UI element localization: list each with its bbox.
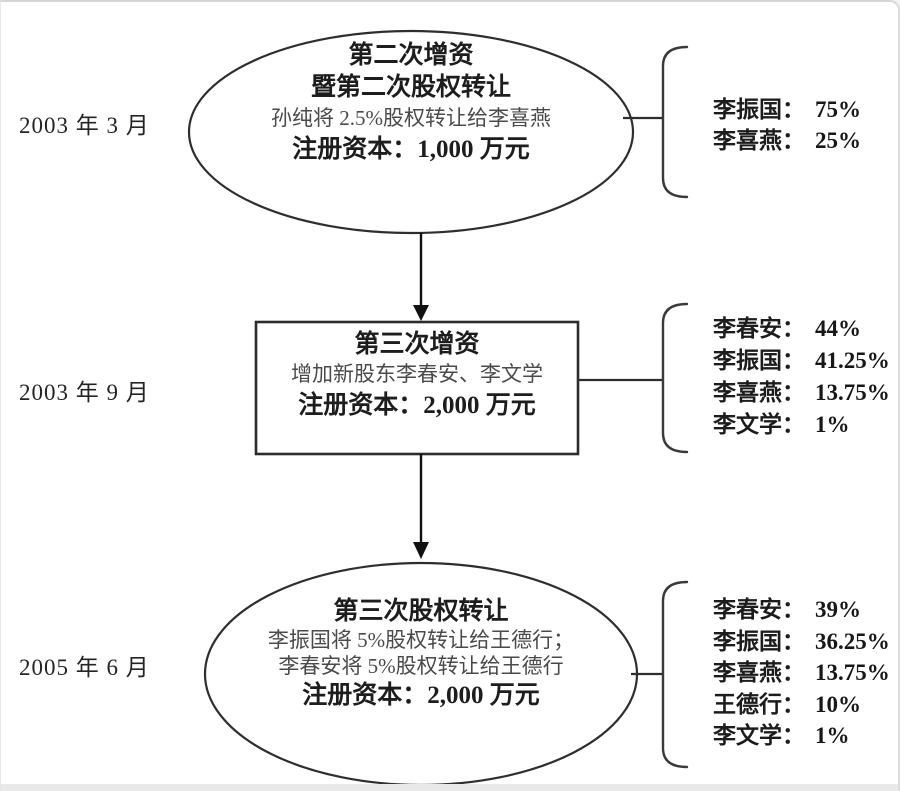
shareholder-row: 李喜燕： 13.75% — [713, 657, 890, 689]
stage3-detail-line2: 李春安将 5%股权转让给王德行 — [278, 654, 564, 678]
arrow1-head-icon — [413, 305, 429, 321]
shareholder-row: 李喜燕： 13.75% — [713, 377, 890, 409]
stage2-bracket — [661, 302, 689, 454]
shareholder-name: 李喜燕： — [713, 660, 805, 685]
stage1-date: 2003 年 3 月 — [19, 113, 150, 138]
stage3-bracket — [661, 580, 689, 769]
shareholder-row: 王德行： 10% — [713, 689, 890, 721]
stage3-title-line: 第三次股权转让 — [333, 598, 509, 625]
stage2-capital-line: 注册资本：2,000 万元 — [298, 392, 536, 419]
stage3-detail-line1: 李振国将 5%股权转让给王德行； — [267, 628, 575, 652]
shareholder-row: 李喜燕： 25% — [713, 125, 861, 156]
shareholder-row: 李春安： 39% — [713, 594, 890, 626]
arrow2-head-icon — [413, 542, 429, 559]
shareholder-name: 李振国： — [713, 628, 805, 654]
shareholder-name: 李喜燕： — [713, 128, 805, 153]
shareholder-percent: 13.75% — [815, 660, 890, 685]
shareholder-percent: 36.25% — [815, 628, 890, 654]
stage1-title-line2: 暨第二次股权转让 — [310, 74, 511, 101]
shareholder-name: 李文学： — [713, 723, 805, 748]
stage3-date: 2005 年 6 月 — [19, 655, 150, 680]
shareholder-name: 李文学： — [713, 412, 805, 437]
shareholder-percent: 13.75% — [815, 380, 890, 405]
stage1-shareholder-list: 李振国： 75% 李喜燕： 25% — [713, 94, 861, 156]
shareholder-name: 李振国： — [713, 348, 805, 373]
shareholder-percent: 75% — [815, 97, 861, 122]
shareholder-percent: 41.25% — [815, 348, 890, 373]
stage1-title-line1: 第二次增资 — [348, 42, 474, 69]
stage3-shape-text: 第三次股权转让 李振国将 5%股权转让给王德行； 李春安将 5%股权转让给王德行… — [241, 596, 601, 712]
shareholder-name: 李喜燕： — [713, 380, 805, 405]
shareholder-name: 王德行： — [713, 691, 805, 717]
stage1-detail-line: 孙纯将 2.5%股权转让给李喜燕 — [271, 106, 551, 130]
stage2-shape-text: 第三次增资 增加新股东李春安、李文学 注册资本：2,000 万元 — [267, 329, 567, 422]
shareholder-percent: 39% — [815, 597, 861, 622]
stage2-detail-line: 增加新股东李春安、李文学 — [291, 362, 543, 386]
shareholder-row: 李振国： 41.25% — [713, 345, 890, 377]
stage3-shareholder-list: 李春安： 39% 李振国： 36.25% 李喜燕： 13.75% 王德行： 10… — [713, 594, 890, 752]
stage1-ellipse — [187, 29, 635, 235]
shareholder-name: 李春安： — [713, 597, 805, 622]
shareholder-row: 李春安： 44% — [713, 313, 890, 345]
shareholder-row: 李文学： 1% — [713, 409, 890, 441]
shareholder-name: 李振国： — [713, 97, 805, 122]
shareholder-percent: 25% — [815, 128, 861, 153]
shareholder-name: 李春安： — [713, 316, 805, 341]
shareholder-percent: 1% — [815, 723, 850, 748]
stage1-capital-line: 注册资本：1,000 万元 — [292, 136, 530, 163]
shareholder-row: 李振国： 75% — [713, 94, 861, 125]
stage3-capital-line: 注册资本：2,000 万元 — [302, 682, 540, 709]
stage2-rectangle — [254, 320, 580, 456]
stage1-shape-text: 第二次增资 暨第二次股权转让 孙纯将 2.5%股权转让给李喜燕 注册资本：1,0… — [231, 40, 591, 166]
stage2-title-line: 第三次增资 — [354, 331, 480, 358]
shareholder-percent: 1% — [815, 412, 850, 437]
shareholder-percent: 44% — [815, 316, 861, 341]
stage2-shareholder-list: 李春安： 44% 李振国： 41.25% 李喜燕： 13.75% 李文学： 1% — [713, 313, 890, 441]
stage2-date: 2003 年 9 月 — [19, 380, 150, 405]
shareholder-percent: 10% — [815, 691, 861, 717]
bottom-edge-strip — [1, 784, 898, 791]
stage1-bracket — [661, 45, 689, 199]
shareholder-row: 李文学： 1% — [713, 720, 890, 752]
shareholder-row: 李振国： 36.25% — [713, 626, 890, 658]
